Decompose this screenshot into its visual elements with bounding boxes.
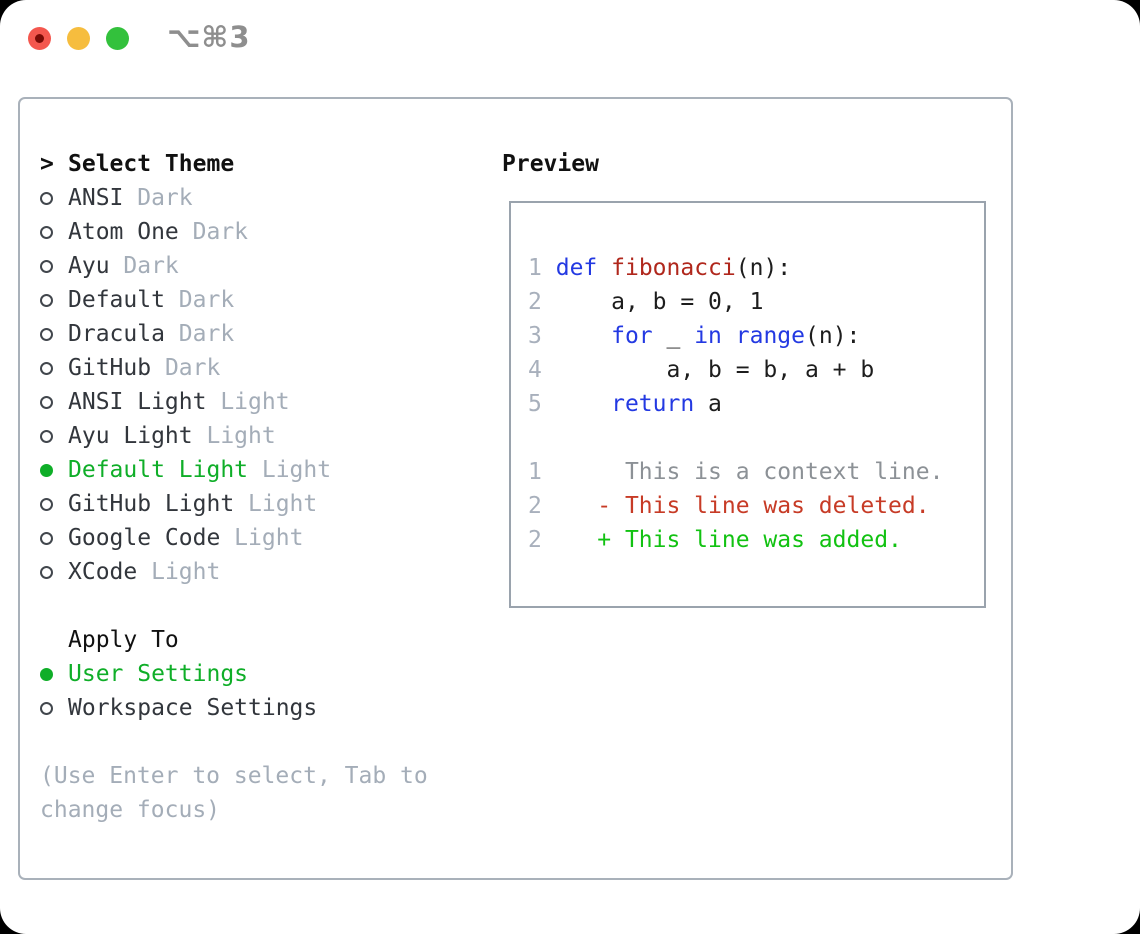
radio-icon <box>40 191 68 205</box>
selection-caret: > <box>40 151 54 177</box>
radio-icon <box>40 361 68 375</box>
minimize-button[interactable] <box>67 27 90 50</box>
radio-icon <box>40 293 68 307</box>
theme-variant-badge: Dark <box>151 355 221 381</box>
theme-variant-badge: Light <box>192 423 276 449</box>
theme-option[interactable]: ANSI Dark <box>40 181 428 215</box>
theme-list-header: > Select Theme <box>40 147 428 181</box>
hint-line-2: change focus) <box>40 797 221 823</box>
traffic-lights <box>28 27 129 50</box>
preview-line: 4 a, b = b, a + b <box>528 357 875 383</box>
theme-variant-badge: Dark <box>178 219 249 245</box>
preview-line: 2 - This line was deleted. <box>528 493 930 519</box>
preview-line: 1 This is a context line. <box>528 459 944 485</box>
theme-option[interactable]: Dracula Dark <box>40 317 428 351</box>
preview-line: 1 def fibonacci(n): <box>528 255 792 281</box>
theme-variant-badge: Dark <box>109 253 179 279</box>
apply-to-title: Apply To <box>68 627 179 653</box>
theme-variant-badge: Light <box>220 525 304 551</box>
radio-selected-icon <box>40 463 68 477</box>
radio-icon <box>40 565 68 579</box>
theme-name: Atom One <box>68 219 179 245</box>
theme-variant-badge: Light <box>206 389 290 415</box>
preview-title: Preview <box>502 151 599 177</box>
theme-variant-badge: Dark <box>123 185 193 211</box>
theme-option[interactable]: Default Light Light <box>40 453 428 487</box>
close-button[interactable] <box>28 27 51 50</box>
theme-name: ANSI Light <box>68 389 207 415</box>
preview-line: 3 for _ in range(n): <box>528 323 861 349</box>
theme-option[interactable]: GitHub Dark <box>40 351 428 385</box>
theme-option[interactable]: XCode Light <box>40 555 428 589</box>
theme-name: Default <box>68 287 165 313</box>
theme-option[interactable]: Default Dark <box>40 283 428 317</box>
spacer-row <box>40 725 428 759</box>
theme-name: Ayu <box>68 253 110 279</box>
radio-selected-icon <box>40 667 68 681</box>
radio-icon <box>40 327 68 341</box>
radio-icon <box>40 701 68 715</box>
theme-name: Ayu Light <box>68 423 193 449</box>
preview-line: 5 return a <box>528 391 722 417</box>
radio-icon <box>40 429 68 443</box>
theme-option[interactable]: GitHub Light Light <box>40 487 428 521</box>
radio-icon <box>40 225 68 239</box>
window-title: ⌥⌘3 <box>167 20 251 54</box>
apply-to-label: Workspace Settings <box>68 695 318 721</box>
theme-name: GitHub <box>68 355 152 381</box>
theme-name: XCode <box>68 559 138 585</box>
radio-icon <box>40 531 68 545</box>
theme-name: GitHub Light <box>68 491 235 517</box>
preview-line <box>528 421 984 455</box>
maximize-button[interactable] <box>106 27 129 50</box>
theme-name: Google Code <box>68 525 221 551</box>
theme-name: Default Light <box>68 457 249 483</box>
theme-option[interactable]: Ayu Light Light <box>40 419 428 453</box>
theme-option[interactable]: Atom One Dark <box>40 215 428 249</box>
theme-list-title: Select Theme <box>68 151 235 177</box>
theme-variant-badge: Dark <box>164 321 235 347</box>
titlebar: ⌥⌘3 <box>0 0 1140 76</box>
radio-icon <box>40 497 68 511</box>
apply-to-option[interactable]: Workspace Settings <box>40 691 428 725</box>
preview-line: 2 a, b = 0, 1 <box>528 289 764 315</box>
theme-option[interactable]: Ayu Dark <box>40 249 428 283</box>
apply-to-header: Apply To <box>40 623 428 657</box>
theme-variant-badge: Light <box>248 457 332 483</box>
hint-line-1: (Use Enter to select, Tab to <box>40 763 428 789</box>
theme-name: ANSI <box>68 185 124 211</box>
edited-indicator-dot <box>35 34 44 43</box>
spacer-row <box>40 589 428 623</box>
theme-variant-badge: Dark <box>164 287 235 313</box>
theme-variant-badge: Light <box>137 559 221 585</box>
theme-option[interactable]: ANSI Light Light <box>40 385 428 419</box>
radio-icon <box>40 259 68 273</box>
radio-icon <box>40 395 68 409</box>
apply-to-label: User Settings <box>68 661 249 687</box>
preview-line: 2 + This line was added. <box>528 527 902 553</box>
apply-to-option[interactable]: User Settings <box>40 657 428 691</box>
theme-variant-badge: Light <box>234 491 318 517</box>
theme-option[interactable]: Google Code Light <box>40 521 428 555</box>
preview-box: 1 def fibonacci(n): 2 a, b = 0, 1 3 for _ … <box>509 201 986 608</box>
theme-name: Dracula <box>68 321 165 347</box>
